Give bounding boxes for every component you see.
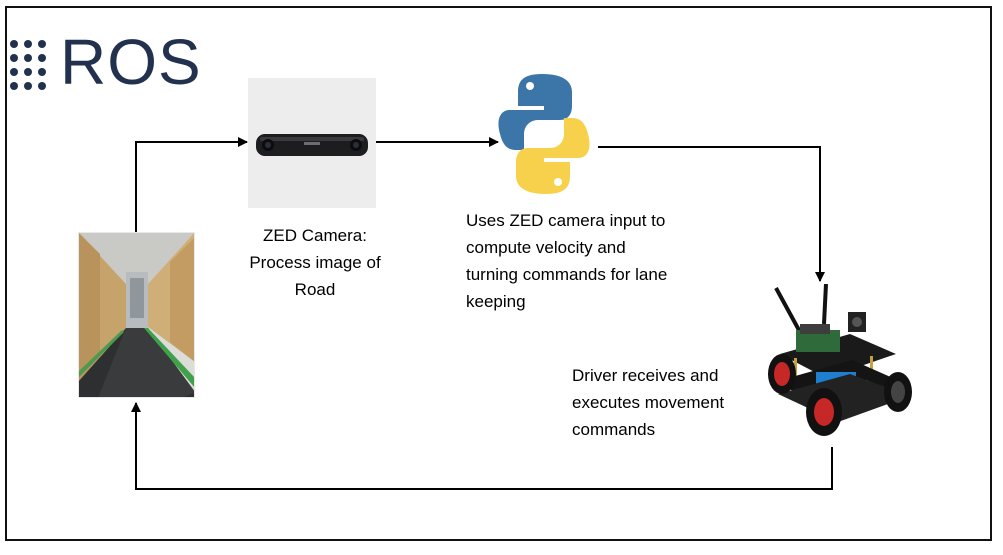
python-caption-line: keeping [466, 292, 526, 311]
python-caption-line: Uses ZED camera input to [466, 211, 666, 230]
arrow-image-to-zed [135, 137, 248, 232]
driver-caption-line: commands [572, 420, 656, 439]
python-caption-line: compute velocity and [466, 238, 626, 257]
driver-caption: Driver receives and executes movement co… [572, 362, 762, 443]
ros-logo-text: ROS [60, 26, 202, 98]
zed-caption-line: Road [294, 280, 336, 299]
zed-stereo-camera-icon [248, 78, 376, 208]
zed-caption-line: Process image of [249, 253, 381, 272]
python-logo-icon [498, 74, 590, 194]
road-hallway-photo-icon [78, 232, 195, 398]
arrow-robot-to-image [131, 402, 833, 490]
ros-logo: ROS [8, 26, 201, 100]
robot-car-icon [768, 284, 912, 436]
driver-caption-line: executes movement [572, 393, 725, 412]
zed-caption-line: ZED Camera: [263, 226, 367, 245]
ros-dots-icon [10, 40, 46, 90]
python-caption: Uses ZED camera input to compute velocit… [466, 207, 686, 315]
arrow-python-to-robot [598, 146, 825, 282]
python-caption-line: turning commands for lane [466, 265, 668, 284]
zed-camera-caption: ZED Camera: Process image of Road [245, 222, 385, 303]
driver-caption-line: Driver receives and [572, 366, 719, 385]
